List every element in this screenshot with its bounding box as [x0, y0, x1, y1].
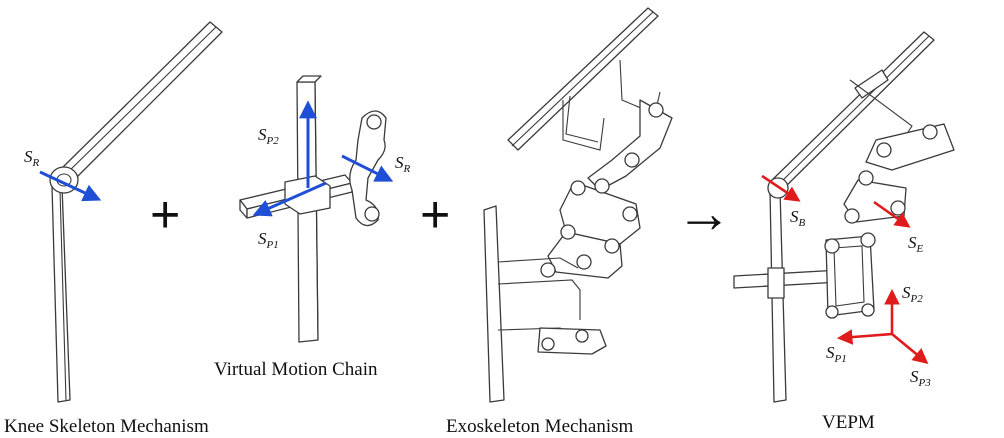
vepm-sp2-label: SP2 [902, 283, 923, 305]
vmc-sr-label: SR [395, 153, 411, 175]
vmc-sp1-axis-arrow [252, 181, 327, 217]
exo-lower-link [537, 327, 607, 355]
femur-bar [59, 21, 223, 183]
vepm-exo-thigh-bar [854, 69, 889, 99]
plus-operator-1: + [150, 186, 180, 244]
plus-operator-2: + [420, 186, 450, 244]
exo-caption: Exoskeleton Mechanism [446, 416, 634, 437]
exo-joints [540, 102, 664, 278]
vepm-sp1-axis-arrow [836, 329, 893, 345]
vepm-slider [733, 269, 841, 289]
exo-shank-bar [483, 205, 505, 403]
vmc-sr-axis-arrow [341, 154, 394, 182]
knee-skeleton-mechanism: SR Knee Skeleton Mechanism [4, 21, 223, 437]
virtual-caption: Virtual Motion Chain [214, 359, 378, 380]
knee-sr-axis-arrow [39, 170, 102, 202]
result-arrow: → [676, 181, 732, 244]
vmc-sp2-label: SP2 [258, 125, 279, 147]
vepm-se-label: SE [908, 233, 924, 255]
vepm-sp3-label: SP3 [910, 367, 931, 389]
vepm-link-mid [843, 179, 907, 223]
exoskeleton-mechanism: Exoskeleton Mechanism [446, 7, 673, 437]
virtual-motion-chain: SP2 SP1 SR Virtual Motion Chain [214, 75, 411, 380]
vepm-joints [824, 124, 938, 319]
vepm-sp3-axis-arrow [891, 332, 929, 364]
vepm-sb-label: SB [790, 207, 806, 229]
vepm-caption: VEPM [822, 412, 875, 433]
vepm-se-axis-arrow [873, 200, 911, 228]
knee-sr-label: SR [24, 147, 40, 169]
vepm-sb-axis-arrow [761, 174, 801, 202]
vepm-mechanism: SB SE SP2 SP1 SP3 VEPM [733, 31, 955, 433]
knee-caption: Knee Skeleton Mechanism [4, 416, 209, 437]
vmc-sp1-label: SP1 [258, 229, 279, 251]
vepm-sp1-label: SP1 [826, 343, 847, 365]
